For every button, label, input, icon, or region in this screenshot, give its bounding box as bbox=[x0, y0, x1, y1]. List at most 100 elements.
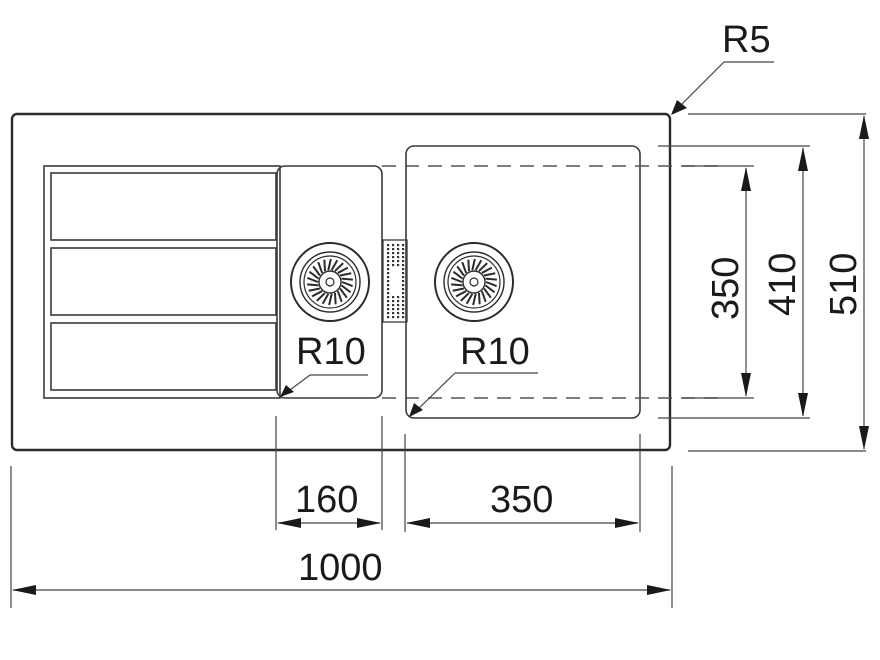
overflow-hole bbox=[397, 316, 400, 319]
strainer-slot bbox=[465, 293, 474, 305]
strainer-slot bbox=[340, 284, 352, 294]
strainer-slot bbox=[336, 290, 343, 303]
sink-outline bbox=[10, 112, 672, 452]
strainer-slot bbox=[308, 270, 320, 280]
dim-label-width-350: 350 bbox=[490, 479, 553, 521]
overflow-hole bbox=[397, 296, 400, 299]
overflow-hole bbox=[387, 264, 390, 267]
strainer-slot bbox=[452, 270, 464, 280]
strainer-slot bbox=[321, 293, 330, 305]
strainer-slot bbox=[339, 287, 348, 299]
outlet-ring-inner bbox=[303, 255, 357, 309]
outlet-ring bbox=[443, 251, 505, 313]
overflow-hole bbox=[402, 252, 405, 255]
strainer-slot bbox=[307, 283, 319, 287]
dim-label-depth-410: 410 bbox=[762, 253, 804, 316]
overflow-hole bbox=[402, 272, 405, 275]
strainer-slot bbox=[485, 281, 497, 288]
overflow-hole bbox=[387, 268, 390, 271]
overflow-hole bbox=[387, 260, 390, 263]
strainer-slot bbox=[330, 259, 339, 271]
overflow-hole bbox=[402, 316, 405, 319]
strainer-slot bbox=[323, 259, 327, 272]
strainer-slot bbox=[337, 266, 349, 274]
overflow-hole bbox=[397, 252, 400, 255]
radius-leader-outer bbox=[671, 61, 774, 115]
overflow-hole bbox=[392, 264, 395, 267]
strainer-slot bbox=[451, 276, 463, 283]
overflow-hole bbox=[392, 252, 395, 255]
overflow-hole bbox=[392, 296, 395, 299]
outlet-hub bbox=[325, 277, 335, 287]
outlet-rim bbox=[434, 242, 514, 322]
overflow-hole bbox=[397, 300, 400, 303]
strainer-slot bbox=[341, 277, 353, 281]
strainer-slot bbox=[455, 290, 467, 298]
drainer-area bbox=[43, 165, 281, 399]
overflow-hole bbox=[402, 296, 405, 299]
strainer-slot bbox=[308, 287, 321, 292]
strainer-slot bbox=[461, 261, 468, 274]
overflow-hole bbox=[397, 260, 400, 263]
strainer-slot bbox=[478, 262, 488, 272]
overflow-hole bbox=[387, 280, 390, 283]
strainer-slot bbox=[456, 265, 465, 277]
drainer-rib-1 bbox=[50, 172, 277, 241]
main-bowl bbox=[405, 145, 641, 419]
drainer-rib-3 bbox=[50, 322, 277, 391]
overflow-hole bbox=[402, 308, 405, 311]
dim-line-depth-410 bbox=[798, 147, 808, 417]
overflow-hole bbox=[402, 256, 405, 259]
overflow-hole bbox=[402, 304, 405, 307]
strainer-slot bbox=[312, 265, 321, 277]
strainer-slot bbox=[333, 292, 337, 305]
outlet-center bbox=[318, 270, 342, 294]
overflow-hole bbox=[387, 256, 390, 259]
strainer-slot bbox=[460, 292, 470, 302]
overflow-hole bbox=[402, 280, 405, 283]
overflow-hole bbox=[387, 288, 390, 291]
strainer-slot bbox=[317, 261, 324, 274]
strainer-slot bbox=[311, 290, 323, 298]
overflow-hole bbox=[387, 308, 390, 311]
dim-label-width-160: 160 bbox=[295, 479, 358, 521]
overflow-hole bbox=[402, 300, 405, 303]
overflow-hole bbox=[402, 244, 405, 247]
waste-outlet-small bbox=[290, 242, 370, 322]
overflow-hole bbox=[387, 272, 390, 275]
overflow-hole bbox=[392, 308, 395, 311]
small-bowl bbox=[276, 165, 383, 399]
strainer-slot bbox=[467, 259, 471, 272]
dim-line-depth-350 bbox=[741, 167, 751, 397]
outlet-ring-inner bbox=[447, 255, 501, 309]
radius-label-outer: R5 bbox=[722, 19, 771, 61]
drainer-rib-2 bbox=[50, 247, 277, 316]
strainer-slot bbox=[480, 290, 487, 303]
overflow-hole bbox=[392, 316, 395, 319]
strainer-slot bbox=[472, 293, 477, 306]
overflow-hole bbox=[402, 288, 405, 291]
overflow-hole bbox=[402, 312, 405, 315]
overflow-hole bbox=[387, 312, 390, 315]
strainer-slot bbox=[481, 266, 493, 274]
outlet-hub bbox=[469, 277, 479, 287]
dim-line-width-350 bbox=[406, 518, 639, 528]
overflow-hole bbox=[402, 264, 405, 267]
strainer-slot bbox=[474, 259, 483, 271]
overflow-hole bbox=[387, 244, 390, 247]
overflow-hole bbox=[387, 248, 390, 251]
overflow-hole bbox=[397, 256, 400, 259]
strainer-slot bbox=[327, 258, 332, 271]
overflow-hole bbox=[402, 276, 405, 279]
overflow-hole bbox=[392, 248, 395, 251]
radius-leader-small bbox=[280, 374, 368, 397]
dim-line-width-1000 bbox=[12, 585, 671, 595]
dim-line-depth-510 bbox=[859, 115, 869, 450]
strainer-slot bbox=[339, 272, 352, 277]
overflow-hole bbox=[387, 304, 390, 307]
overflow-hole bbox=[387, 296, 390, 299]
overflow-hole bbox=[402, 284, 405, 287]
dim-label-width-1000: 1000 bbox=[298, 547, 383, 589]
overflow bbox=[382, 239, 408, 323]
overflow-hole bbox=[392, 312, 395, 315]
